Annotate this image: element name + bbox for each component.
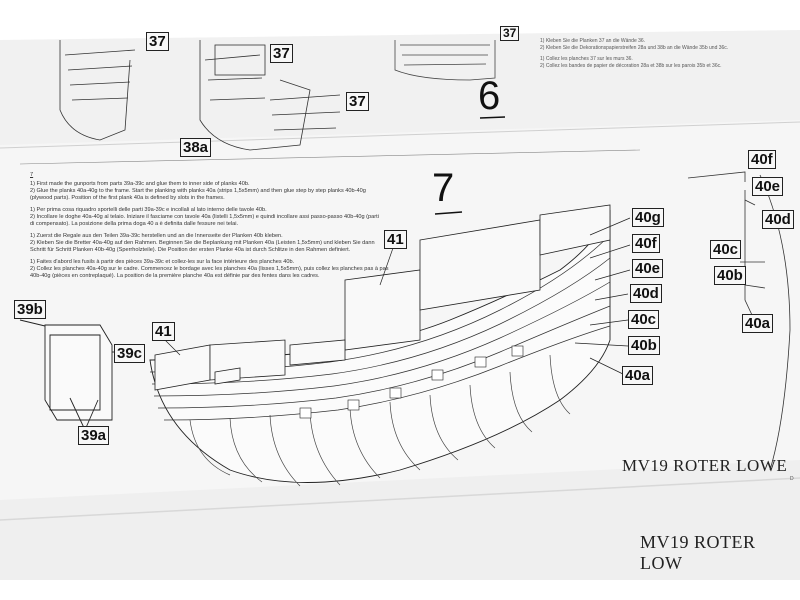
part-label-40e: 40e bbox=[632, 259, 664, 278]
model-title: MV19 ROTER LOWE bbox=[622, 456, 788, 475]
side-label-40a: 40a bbox=[742, 314, 774, 333]
side-label-40e: 40e bbox=[752, 177, 784, 196]
side-label-40f: 40f bbox=[748, 150, 776, 169]
step6-instruction-line: 1) Collez les planches 37 sur les murs 3… bbox=[540, 56, 633, 62]
part-label-40g: 40g bbox=[632, 208, 664, 227]
step7-instruction-line: (plywood parts). Position of the first p… bbox=[30, 195, 225, 201]
step7-instruction-line: 1) First made the gunports from parts 39… bbox=[30, 181, 250, 187]
step7-heading: 7 bbox=[30, 172, 34, 178]
side-label-40b: 40b bbox=[714, 266, 746, 285]
part-label-37: 37 bbox=[346, 92, 369, 111]
step7-instruction-line: 1) Per prima cosa riquadro sportelli del… bbox=[30, 207, 267, 213]
part-label-41: 41 bbox=[384, 230, 407, 249]
part-label-40b: 40b bbox=[628, 336, 660, 355]
step-number-7: 7 bbox=[432, 166, 455, 210]
step7-instruction-line: Schritt für Schritt Planken 40b-40g (Spe… bbox=[30, 247, 351, 253]
deck-structures bbox=[154, 204, 611, 391]
part-label-41: 41 bbox=[152, 322, 175, 341]
step-number-6: 6 bbox=[478, 74, 501, 118]
step6-instruction-line: 2) Kleben Sie die Dekorationspapierstrei… bbox=[540, 45, 729, 51]
step6-sketch-right bbox=[394, 40, 496, 81]
side-label-40c: 40c bbox=[710, 240, 742, 259]
part-label-37: 37 bbox=[146, 32, 169, 51]
step6-sketch-left bbox=[59, 40, 341, 151]
step7-instruction-line: 2) Incollare le doghe 40a-40g al telaio.… bbox=[30, 214, 379, 220]
part-label-40f: 40f bbox=[632, 234, 660, 253]
part-label-40a: 40a bbox=[622, 366, 654, 385]
step6-instruction-line: 1) Kleben Sie die Planken 37 an die Wänd… bbox=[540, 38, 646, 44]
part-label-39a: 39a bbox=[78, 426, 110, 445]
hull-frames bbox=[189, 354, 571, 487]
step7-instruction-line: 1) Zuerst die Regale aus den Teilen 39a-… bbox=[30, 233, 283, 239]
step6-instruction-line: 2) Collez les bandes de papier de décora… bbox=[540, 63, 722, 69]
step7-instruction-line: 40b-40g (pièces en contreplaqué). La pos… bbox=[30, 273, 320, 279]
page-corner-mark: D bbox=[790, 476, 794, 482]
lower-sheet bbox=[0, 460, 800, 580]
step7-instruction-line: 1) Faites d'abord les fusils à partir de… bbox=[30, 259, 295, 265]
model-title-lower-sheet: MV19 ROTER LOW bbox=[640, 532, 756, 573]
side-label-40d: 40d bbox=[762, 210, 794, 229]
gunport-hatches bbox=[299, 345, 524, 419]
step7-instruction-line: di compensato). La posizione della prima… bbox=[30, 221, 239, 227]
part-label-40c: 40c bbox=[628, 310, 660, 329]
part-label-39b: 39b bbox=[14, 300, 46, 319]
part-label-40d: 40d bbox=[630, 284, 662, 303]
step7-instruction-line: 2) Glue the planks 40a-40g to the frame.… bbox=[30, 188, 366, 194]
part-label-38a: 38a bbox=[180, 138, 212, 157]
step7-instruction-line: 2) Collez les planches 40a-40g sur le ca… bbox=[30, 266, 389, 272]
step7-instruction-line: 2) Kleben Sie die Bretter 40a-40g auf de… bbox=[30, 240, 375, 246]
part-label-39c: 39c bbox=[114, 344, 146, 363]
part-label-37: 37 bbox=[500, 26, 520, 41]
leader-lines bbox=[164, 217, 631, 376]
part-label-37: 37 bbox=[270, 44, 293, 63]
